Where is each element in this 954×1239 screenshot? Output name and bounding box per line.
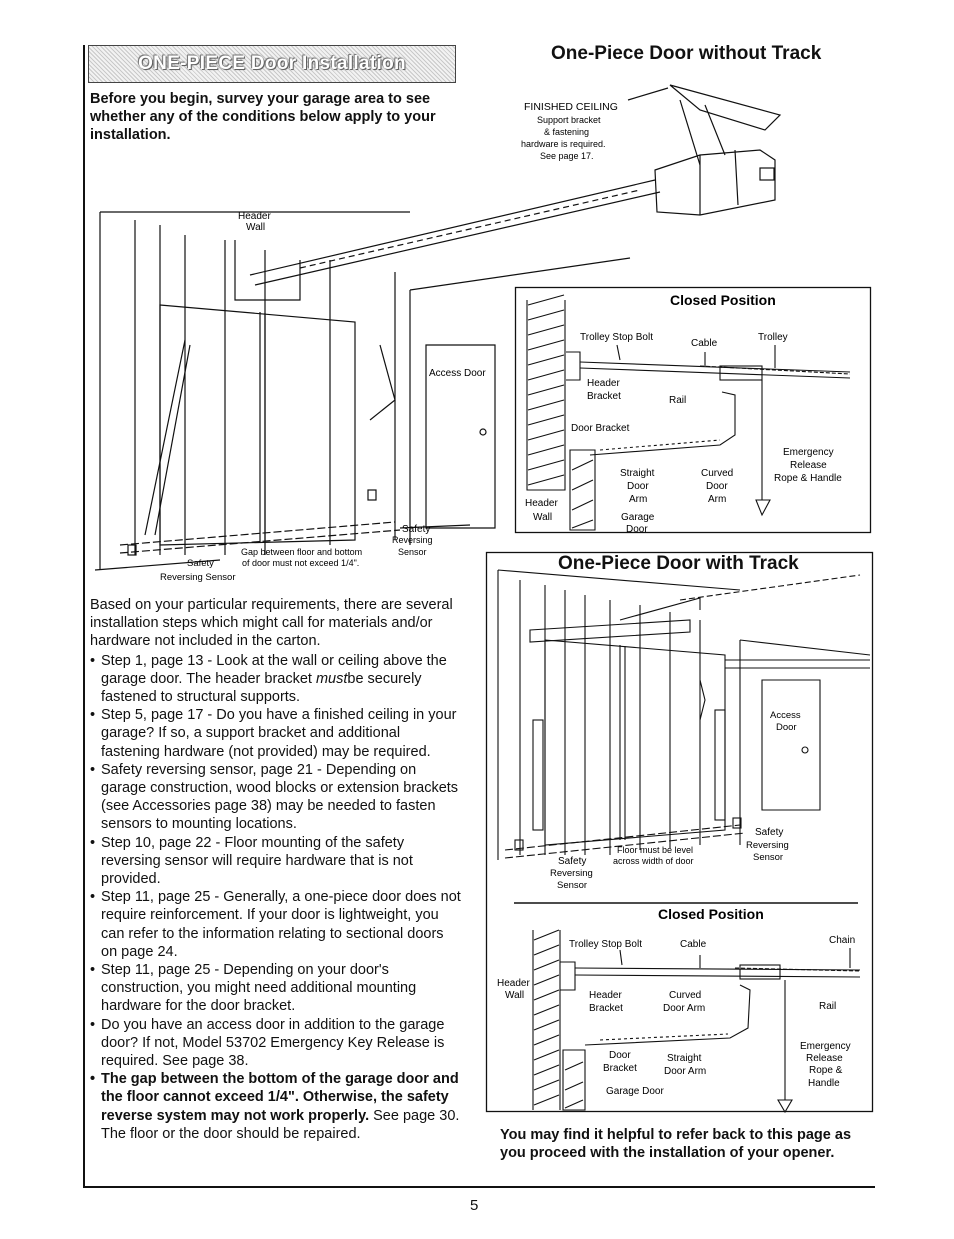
- header-bracket-label-1: Header: [587, 378, 620, 389]
- bottom-rule: [83, 1186, 875, 1188]
- list-item: Step 5, page 17 - Do you have a finished…: [90, 706, 462, 761]
- safety-right-3: Sensor: [398, 547, 427, 557]
- safety-r-2: Reversing: [746, 840, 789, 851]
- curved-arm-2: Door: [706, 481, 728, 492]
- banner-title: ONE-PIECE Door Installation: [138, 53, 406, 74]
- closed-top-title: Closed Position: [670, 292, 776, 308]
- curved-arm-3: Arm: [708, 494, 726, 505]
- straight-arm-1: Straight: [620, 468, 655, 479]
- emergency-3: Rope & Handle: [774, 473, 842, 484]
- header-wall-1: Header: [525, 498, 558, 509]
- cb-door-bracket-1: Door: [609, 1050, 631, 1061]
- list-item: Step 10, page 22 - Floor mounting of the…: [90, 834, 462, 889]
- cb-rail: Rail: [819, 1001, 836, 1012]
- safety-left-1: Safety: [187, 558, 214, 569]
- cb-chain: Chain: [829, 935, 855, 946]
- cb-header-bracket-1: Header: [589, 990, 622, 1001]
- safety-left-2: Reversing Sensor: [160, 572, 236, 583]
- garage-door-2: Door: [626, 524, 648, 535]
- door-bracket-label: Door Bracket: [571, 423, 630, 434]
- closed-bottom-title: Closed Position: [658, 906, 764, 922]
- cb-header: Header: [497, 978, 530, 989]
- header-bracket-label-2: Bracket: [587, 391, 621, 402]
- rail-label: Rail: [669, 395, 686, 406]
- access-door-label: Access Door: [429, 368, 486, 379]
- access-label-1: Access: [770, 710, 801, 721]
- figure-top-title: One-Piece Door without Track: [551, 43, 822, 64]
- cb-header-bracket-2: Bracket: [589, 1003, 623, 1014]
- support-note-3: hardware is required.: [521, 139, 606, 149]
- cb-door-bracket-2: Bracket: [603, 1063, 637, 1074]
- list-item: Step 11, page 25 - Depending on your doo…: [90, 961, 462, 1016]
- floor-level-1: Floor must be level: [617, 845, 693, 855]
- cb-straight-1: Straight: [667, 1053, 702, 1064]
- emergency-2: Release: [790, 460, 827, 471]
- straight-arm-3: Arm: [629, 494, 647, 505]
- header-wall-2: Wall: [533, 512, 552, 523]
- support-note-1: Support bracket: [537, 115, 601, 125]
- cb-straight-2: Door Arm: [664, 1066, 706, 1077]
- list-item: Safety reversing sensor, page 21 - Depen…: [90, 761, 462, 834]
- intro-text: Before you begin, survey your garage are…: [90, 91, 436, 143]
- safety-right-1: Safety: [402, 524, 430, 535]
- section-banner: ONE-PIECE Door Installation: [88, 45, 456, 83]
- safety-l-1: Safety: [558, 856, 586, 867]
- page-number: 5: [470, 1197, 479, 1214]
- cb-cable: Cable: [680, 939, 707, 950]
- straight-arm-2: Door: [627, 481, 649, 492]
- gap-note-2: of door must not exceed 1/4".: [242, 558, 359, 568]
- cb-emergency-2: Release: [806, 1053, 843, 1064]
- cb-curved-1: Curved: [669, 990, 701, 1001]
- cb-wall: Wall: [505, 990, 524, 1001]
- access-label-2: Door: [776, 722, 797, 733]
- cb-trolley-stop-bolt: Trolley Stop Bolt: [569, 939, 642, 950]
- requirement-list: Step 1, page 13 - Look at the wall or ce…: [90, 652, 462, 1143]
- cb-emergency-4: Handle: [808, 1078, 840, 1089]
- closed-position-top-diagram: Closed Position Trolley Stop Bolt Cable …: [514, 286, 872, 535]
- cable-label: Cable: [691, 338, 718, 349]
- safety-r-1: Safety: [755, 827, 783, 838]
- safety-l-2: Reversing: [550, 868, 593, 879]
- emergency-1: Emergency: [783, 447, 834, 458]
- cb-garage-door: Garage Door: [606, 1086, 664, 1097]
- garage-door-1: Garage: [621, 512, 655, 523]
- finished-ceiling-label: FINISHED CEILING: [524, 101, 618, 113]
- cb-emergency-1: Emergency: [800, 1041, 851, 1052]
- body-text: Based on your particular requirements, t…: [90, 596, 462, 1143]
- figure-bottom-title: One-Piece Door with Track: [558, 553, 799, 574]
- gap-warning-item: The gap between the bottom of the garage…: [90, 1070, 462, 1143]
- wall-label: Wall: [246, 222, 265, 233]
- cb-curved-2: Door Arm: [663, 1003, 705, 1014]
- body-lead: Based on your particular requirements, t…: [90, 597, 453, 650]
- left-rule: [83, 45, 85, 1188]
- header-label: Header: [238, 211, 271, 222]
- cb-emergency-3: Rope &: [809, 1065, 843, 1076]
- list-item: Step 1, page 13 - Look at the wall or ce…: [90, 652, 462, 707]
- door-with-track-frame: [485, 551, 874, 1114]
- support-note-4: See page 17.: [540, 151, 594, 161]
- safety-right-2: Reversing: [392, 535, 433, 545]
- trolley-label: Trolley: [758, 332, 788, 343]
- safety-l-3: Sensor: [557, 880, 587, 891]
- list-item: Do you have an access door in addition t…: [90, 1016, 462, 1071]
- support-note-2: & fastening: [544, 127, 589, 137]
- door-with-track-labels: Access Door Floor must be level across w…: [497, 710, 855, 1097]
- curved-arm-1: Curved: [701, 468, 733, 479]
- list-item: Step 11, page 25 - Generally, a one-piec…: [90, 888, 462, 961]
- safety-r-3: Sensor: [753, 852, 783, 863]
- gap-note-1: Gap between floor and bottom: [241, 547, 362, 557]
- door-without-track-illustration: FINISHED CEILING Support bracket & faste…: [94, 84, 782, 583]
- floor-level-2: across width of door: [613, 856, 694, 866]
- trolley-stop-bolt-label: Trolley Stop Bolt: [580, 332, 653, 343]
- closing-note: You may find it helpful to refer back to…: [500, 1127, 852, 1161]
